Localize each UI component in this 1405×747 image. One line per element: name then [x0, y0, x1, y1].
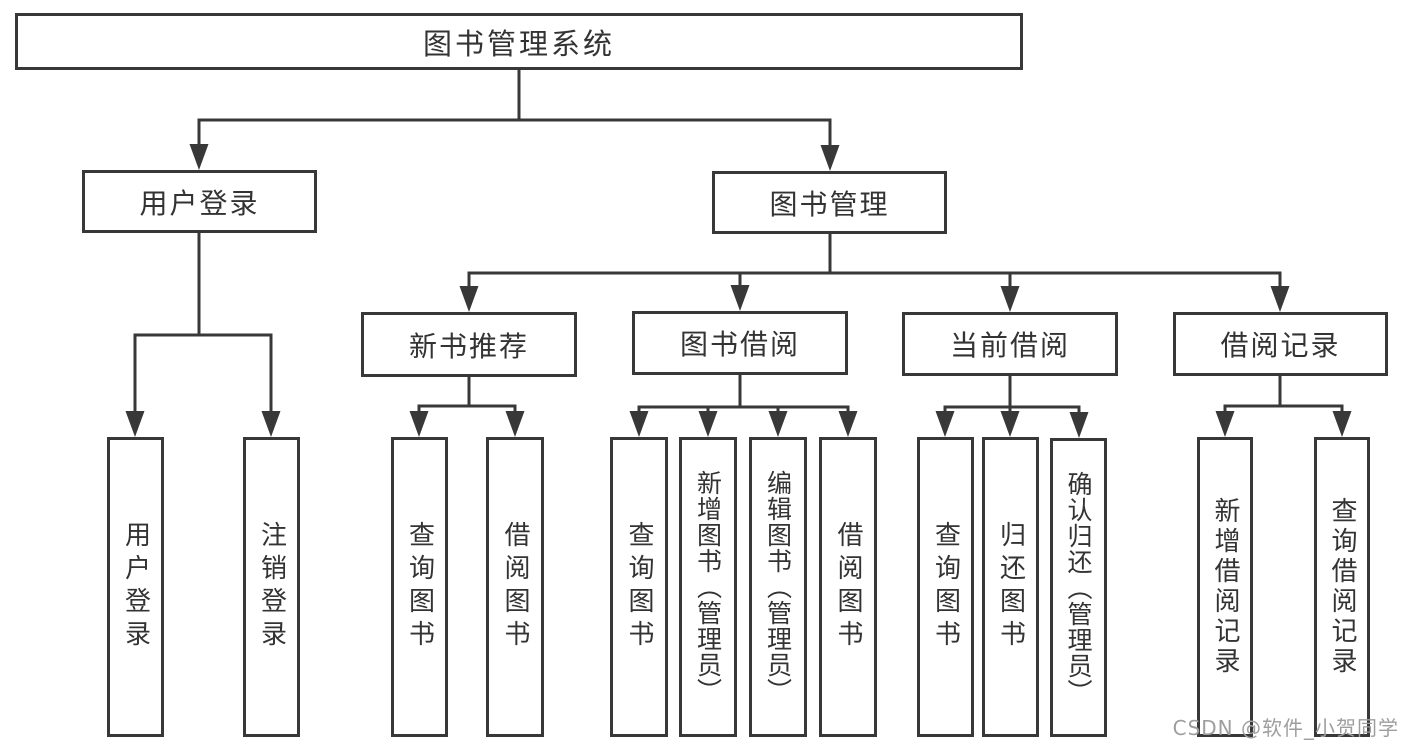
leaf-borrow-books-2: 借阅图书	[819, 437, 877, 737]
connector-borrow-records	[1223, 374, 1344, 419]
connector-book-mgmt	[467, 232, 1282, 294]
leaf-add-books-admin: 新增图书（管理员）	[679, 437, 737, 737]
arrow-down-icon	[505, 411, 525, 437]
leaf-query-borrow-record: 查询借阅记录	[1314, 437, 1370, 737]
connector-user-login	[133, 231, 273, 419]
leaf-borrow-books: 借阅图书	[486, 437, 544, 737]
node-borrow-records: 借阅记录	[1173, 312, 1388, 376]
arrow-down-icon	[1332, 411, 1352, 437]
arrow-down-icon	[459, 286, 479, 312]
arrow-down-icon	[189, 144, 209, 170]
arrow-down-icon	[1000, 411, 1020, 437]
leaf-user-login: 用户登录	[107, 437, 164, 737]
arrowheads	[125, 144, 1352, 438]
arrow-down-icon	[820, 145, 840, 171]
arrow-down-icon	[125, 411, 145, 437]
node-book-borrow: 图书借阅	[632, 311, 848, 375]
node-user-login: 用户登录	[82, 170, 317, 233]
arrow-down-icon	[1000, 286, 1020, 312]
connector-new-book	[417, 375, 517, 419]
arrow-down-icon	[935, 411, 955, 437]
leaf-confirm-return-admin: 确认归还（管理员）	[1050, 438, 1107, 737]
arrow-down-icon	[409, 411, 429, 437]
arrow-down-icon	[698, 411, 718, 437]
leaf-logout: 注销登录	[243, 437, 300, 737]
arrow-down-icon	[730, 285, 750, 311]
arrow-down-icon	[1270, 286, 1290, 312]
arrow-down-icon	[1069, 412, 1089, 438]
connector-segments	[133, 68, 1344, 419]
leaf-return-books: 归还图书	[982, 437, 1039, 737]
node-new-book-recommend: 新书推荐	[361, 312, 577, 377]
leaf-query-books: 查询图书	[391, 437, 448, 737]
node-book-management: 图书管理	[712, 171, 947, 234]
connector-root	[197, 68, 832, 153]
leaf-query-books-current: 查询图书	[917, 437, 974, 737]
arrow-down-icon	[838, 411, 858, 437]
leaf-edit-books-admin: 编辑图书（管理员）	[749, 437, 807, 737]
node-current-borrow: 当前借阅	[902, 312, 1118, 376]
arrow-down-icon	[1215, 411, 1235, 437]
leaf-add-borrow-record: 新增借阅记录	[1197, 437, 1253, 737]
arrow-down-icon	[768, 411, 788, 437]
arrow-down-icon	[629, 411, 649, 437]
connector-current-borrow	[943, 374, 1081, 419]
node-library-system: 图书管理系统	[15, 13, 1023, 70]
connector-book-borrow	[637, 373, 850, 419]
leaf-query-books-borrow: 查询图书	[610, 437, 668, 737]
arrow-down-icon	[261, 411, 281, 437]
csdn-watermark: CSDN @软件_小贺同学	[1172, 716, 1399, 740]
